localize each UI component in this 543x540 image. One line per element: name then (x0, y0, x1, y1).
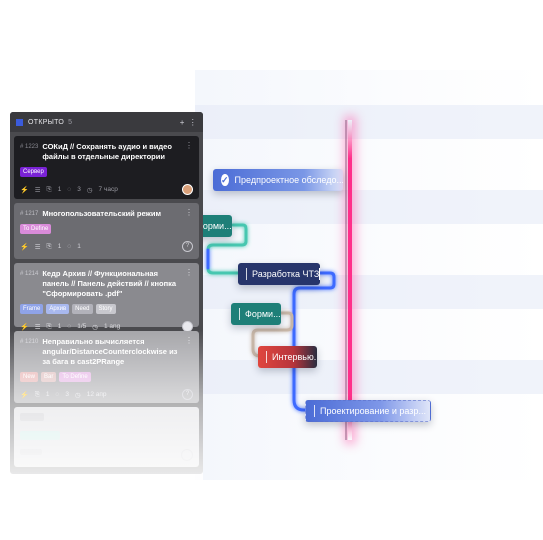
task-card[interactable]: # 1210 Неправильно вычисляется angular/D… (14, 331, 199, 403)
due-date: 7 часр (98, 186, 118, 193)
tag[interactable]: Bar (41, 372, 57, 382)
card-menu-button[interactable]: ⋮ (185, 336, 193, 345)
add-card-button[interactable]: + (179, 117, 185, 127)
placeholder-tag (20, 431, 60, 440)
card-menu-button[interactable]: ⋮ (185, 141, 193, 150)
column-title: ОТКРЫТО (28, 118, 65, 126)
gantt-bar-chtz-development[interactable]: Разработка ЧТЗ (238, 263, 320, 285)
due-date: 12 апр (86, 391, 107, 398)
task-number: # 1217 (20, 211, 39, 217)
check-icon: ✓ (221, 174, 229, 186)
clock-icon: ◷ (92, 323, 98, 331)
task-number: # 1223 (20, 144, 39, 150)
task-number: # 1210 (20, 339, 39, 345)
placeholder-line (20, 449, 42, 455)
assign-user-icon[interactable]: ? (182, 389, 193, 400)
tag[interactable]: Сервер (20, 167, 47, 177)
task-card[interactable]: # 1214 Кедр Архив // Функциональная пане… (14, 263, 199, 332)
clock-icon: ◷ (75, 391, 81, 399)
task-title: Многопользовательский режим (42, 209, 162, 218)
task-title: СОКиД // Сохранять аудио и видео файлы в… (42, 142, 172, 161)
bar-resize-handle[interactable] (319, 268, 320, 280)
today-marker-line (348, 120, 352, 440)
column-header: ОТКРЫТО 5 + ⋮ (10, 112, 203, 132)
comment-count: 3 (77, 186, 81, 193)
attachment-count: 1 (57, 186, 62, 193)
tag[interactable]: Архив (46, 304, 70, 314)
task-card[interactable]: # 1217 Многопользовательский режим ⋮ To … (14, 203, 199, 259)
priority-icon: ⚡ (20, 323, 29, 331)
card-menu-button[interactable]: ⋮ (185, 268, 193, 277)
task-card[interactable]: # 1223 СОКиД // Сохранять аудио и видео … (14, 136, 199, 199)
priority-icon: ⚡ (20, 243, 29, 251)
gantt-bar-interview[interactable]: Интервью... (258, 346, 317, 368)
comment-icon: ◌ (55, 391, 60, 398)
gantt-bar-formation-2[interactable]: Форми... (231, 303, 281, 325)
timeline-row-stripe (195, 105, 543, 139)
comment-icon: ◌ (67, 186, 72, 193)
tag[interactable]: Story (95, 304, 116, 314)
placeholder-line (20, 413, 44, 421)
comment-count: 3 (65, 391, 70, 398)
attachment-icon: ⎘ (46, 322, 52, 330)
tag[interactable]: To Define (59, 372, 91, 382)
tag[interactable]: To Define (20, 224, 52, 234)
priority-icon: ⚡ (20, 391, 29, 399)
kanban-column: ОТКРЫТО 5 + ⋮ # 1223 СОКиД // Сохранять … (10, 112, 203, 474)
placeholder-avatar (181, 449, 193, 461)
timeline-row-stripe (195, 190, 543, 224)
card-menu-button[interactable]: ⋮ (185, 208, 193, 217)
assign-user-icon[interactable]: ? (182, 241, 193, 252)
comment-icon: ◌ (67, 243, 72, 250)
clock-icon: ◷ (86, 186, 93, 194)
attachment-count: 1 (57, 323, 62, 330)
task-card-placeholder (14, 407, 199, 467)
gantt-bar-design-development[interactable]: Проектирование и разр... (305, 400, 431, 422)
column-menu-button[interactable]: ⋮ (188, 117, 197, 127)
attachment-icon: ⎘ (46, 242, 52, 250)
checklist-icon: ◌ (67, 323, 72, 330)
tag[interactable]: Frame (20, 304, 44, 314)
attachment-count: 1 (57, 243, 62, 250)
task-title: Неправильно вычисляется angular/Distance… (42, 337, 178, 366)
column-count: 5 (68, 118, 73, 126)
avatar[interactable] (182, 184, 193, 195)
tag[interactable]: Need (72, 304, 93, 314)
timeline-divider (345, 120, 347, 440)
attachment-icon: ⎘ (46, 185, 52, 193)
tag[interactable]: New (20, 372, 39, 382)
timeline-row-stripe (195, 360, 543, 394)
checklist-count: 1/5 (77, 323, 87, 330)
description-icon: ☰ (34, 186, 41, 194)
due-date: 1 ang (103, 323, 121, 330)
description-icon: ☰ (34, 243, 41, 251)
priority-icon: ⚡ (20, 186, 29, 194)
attachment-icon: ⎘ (34, 390, 40, 398)
column-color-icon (16, 118, 23, 126)
task-number: # 1214 (20, 271, 39, 277)
gantt-bar-pre-project-survey[interactable]: ✓ Предпроектное обследо... (213, 169, 343, 191)
attachment-count: 1 (45, 391, 50, 398)
task-title: Кедр Архив // Функциональная панель // П… (42, 269, 177, 298)
description-icon: ☰ (34, 323, 41, 331)
comment-count: 1 (77, 243, 81, 250)
